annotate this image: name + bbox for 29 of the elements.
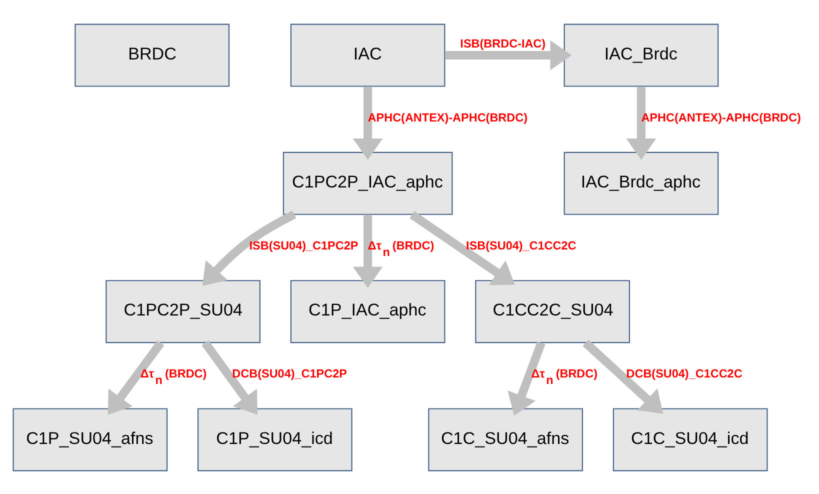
edge-label: DCB(SU04)_C1CC2C (626, 367, 742, 380)
arrow (582, 339, 663, 414)
arrow (352, 86, 382, 160)
arrow (201, 340, 257, 414)
arrow (352, 214, 382, 288)
node-box: C1C_SU04_icd (612, 408, 768, 471)
node-box: IAC_Brdc (563, 23, 718, 86)
node-box: IAC (290, 23, 445, 86)
edge-label: DCB(SU04)_C1PC2P (232, 367, 346, 380)
edge-label: ISB(SU04)_C1PC2P (248, 238, 358, 252)
arrow (107, 340, 164, 414)
arrow (444, 40, 572, 70)
node-box: C1P_IAC_aphc (290, 280, 445, 343)
node-box: BRDC (74, 23, 230, 86)
node-box: IAC_Brdc_aphc (563, 151, 718, 214)
node-box: C1CC2C_SU04 (474, 280, 630, 343)
edge-label: ISB(SU04)_C1CC2C (466, 238, 576, 252)
node-box: C1PC2P_SU04 (105, 280, 260, 343)
arrow (507, 340, 545, 416)
edge-label: APHC(ANTEX)-APHC(BRDC) (367, 110, 528, 124)
arrow (202, 210, 296, 286)
arrow (626, 86, 656, 160)
node-box: C1PC2P_IAC_aphc (282, 151, 452, 214)
node-box: C1P_SU04_icd (196, 408, 352, 471)
node-box: C1P_SU04_afns (12, 408, 168, 471)
arrow (409, 210, 514, 285)
edge-label: APHC(ANTEX)-APHC(BRDC) (640, 110, 800, 124)
edge-label: ISB(BRDC-IAC) (460, 37, 546, 50)
node-box: C1C_SU04_afns (428, 408, 582, 471)
